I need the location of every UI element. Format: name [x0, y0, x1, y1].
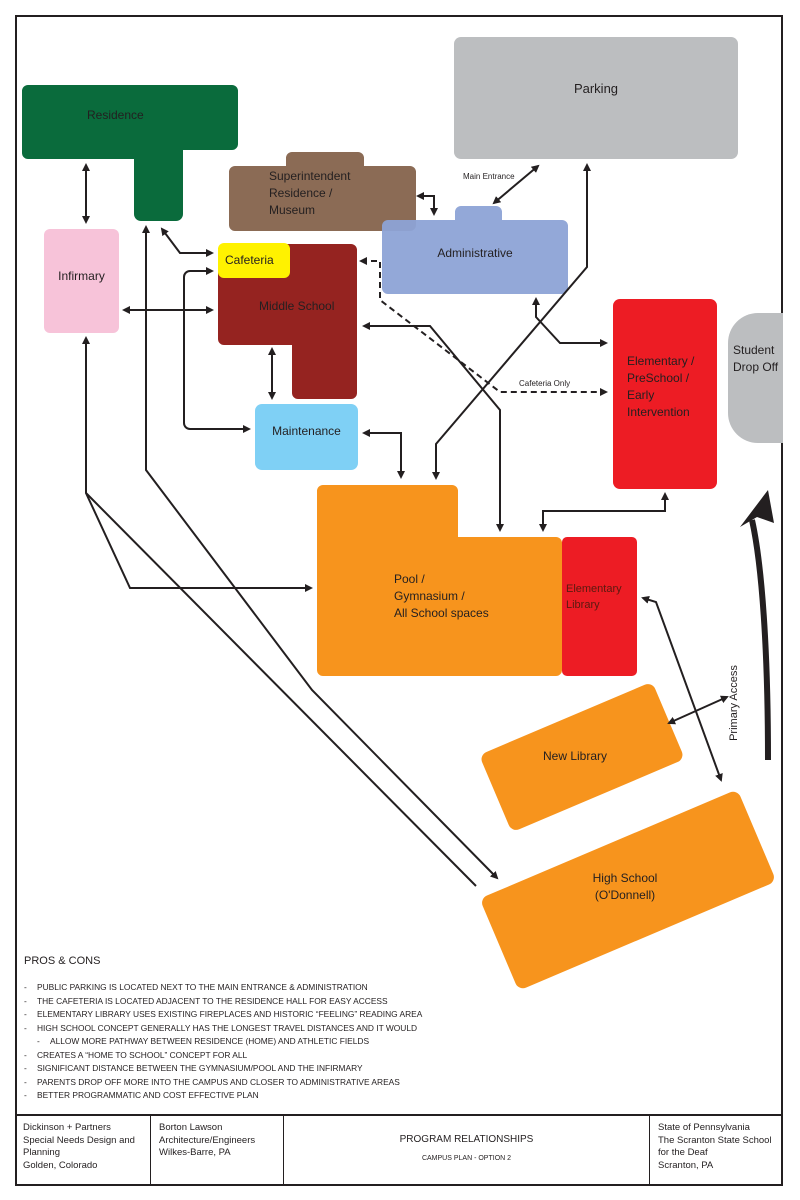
pros-cons-item: SIGNIFICANT DISTANCE BETWEEN THE GYMNASI… [24, 1062, 544, 1076]
primary-access-label: Primary Access [728, 665, 740, 741]
primary-access-arrow [749, 519, 771, 761]
superintendent-label-1: Superintendent [269, 169, 351, 183]
parking-label: Parking [573, 81, 619, 96]
infirmary-block [44, 229, 119, 333]
title-block-title-cell: PROGRAM RELATIONSHIPS CAMPUS PLAN - OPTI… [284, 1116, 650, 1186]
pool-label-2: Gymnasium / [394, 589, 465, 603]
pros-cons-item: PARENTS DROP OFF MORE INTO THE CAMPUS AN… [24, 1076, 544, 1090]
elementary-label-1: Elementary / [627, 354, 695, 368]
administrative-label: Administrative [437, 246, 513, 260]
pros-cons-title: PROS & CONS [24, 955, 101, 967]
drawing-subtitle: CAMPUS PLAN - OPTION 2 [421, 1154, 512, 1162]
elementary-block [613, 299, 717, 489]
superintendent-block [229, 152, 416, 231]
pros-cons-item: THE CAFETERIA IS LOCATED ADJACENT TO THE… [24, 995, 544, 1009]
drop-off-block [728, 313, 783, 443]
superintendent-label-2: Residence / [269, 186, 333, 200]
firm2-line: Borton Lawson [159, 1122, 223, 1133]
arrow-residence-cafeteria [160, 227, 214, 257]
firm1-line: Planning [23, 1147, 60, 1158]
middle-school-label: Middle School [259, 299, 335, 313]
client-line: for the Deaf [658, 1147, 708, 1158]
new-library-block [481, 684, 683, 830]
firm1-line: Special Needs Design and [23, 1134, 135, 1146]
elementary-label-2: PreSchool / [627, 371, 690, 385]
pros-cons-item: PUBLIC PARKING IS LOCATED NEXT TO THE MA… [24, 981, 544, 995]
high-school-label-2: (O'Donnell) [594, 888, 656, 902]
elementary-label-3: Early [627, 388, 655, 402]
high-school-label-1: High School [592, 871, 658, 885]
firm1-line: Golden, Colorado [23, 1159, 98, 1171]
pros-cons-section: PROS & CONS PUBLIC PARKING IS LOCATED NE… [24, 955, 544, 1103]
elementary-label-4: Intervention [627, 405, 690, 419]
residence-label: Residence [87, 108, 144, 122]
pool-label-3: All School spaces [394, 606, 489, 620]
cafeteria-label: Cafeteria [225, 253, 274, 267]
pros-cons-item: BETTER PROGRAMMATIC AND COST EFFECTIVE P… [24, 1089, 544, 1103]
main-entrance-label: Main Entrance [463, 172, 515, 181]
elementary-library-label-2: Library [566, 599, 600, 611]
firm1-line: Dickinson + Partners [23, 1122, 111, 1133]
arrow-maintenance-pool [362, 429, 405, 479]
cafeteria-only-label: Cafeteria Only [519, 379, 571, 388]
pool-block [317, 485, 562, 676]
high-school-block [482, 791, 774, 989]
arrow-residence-high-school [142, 225, 499, 880]
firm2-line: Architecture/Engineers [159, 1134, 256, 1146]
drawing-frame [15, 15, 783, 1186]
title-block-firm1: Dickinson + Partners Special Needs Desig… [15, 1116, 151, 1186]
client-line: The Scranton State School [658, 1134, 772, 1146]
title-block: Dickinson + Partners Special Needs Desig… [15, 1114, 783, 1188]
primary-access-arrowhead [740, 490, 774, 527]
arrow-superintendent-administrative [416, 192, 438, 216]
firm2-line: Wilkes-Barre, PA [159, 1147, 231, 1158]
superintendent-label-3: Museum [269, 203, 316, 217]
title-block-client: State of Pennsylvania The Scranton State… [650, 1116, 781, 1186]
arrow-administrative-elementary [532, 297, 608, 347]
elementary-library-label-1: Elementary [566, 583, 622, 595]
pros-cons-item: HIGH SCHOOL CONCEPT GENERALLY HAS THE LO… [24, 1022, 544, 1036]
arrow-primary-access-new-library [667, 695, 729, 725]
pros-cons-item: CREATES A “HOME TO SCHOOL” CONCEPT FOR A… [24, 1049, 544, 1063]
pool-label-1: Pool / [394, 572, 425, 586]
drop-off-label-1: Student [733, 343, 775, 357]
new-library-label: New Library [543, 749, 608, 763]
title-block-firm2: Borton Lawson Architecture/Engineers Wil… [151, 1116, 284, 1186]
pros-cons-list: PUBLIC PARKING IS LOCATED NEXT TO THE MA… [24, 981, 544, 1103]
pros-cons-item-continuation: ALLOW MORE PATHWAY BETWEEN RESIDENCE (HO… [24, 1035, 544, 1049]
residence-block [22, 85, 238, 221]
drawing-title: PROGRAM RELATIONSHIPS [399, 1134, 534, 1145]
elementary-library-block [562, 537, 637, 676]
arrow-elementary-pool [539, 492, 669, 532]
pros-cons-item: ELEMENTARY LIBRARY USES EXISTING FIREPLA… [24, 1008, 544, 1022]
client-line: State of Pennsylvania [658, 1122, 750, 1133]
parking-block [454, 37, 738, 159]
drop-off-label-2: Drop Off [733, 360, 779, 374]
client-line: Scranton, PA [658, 1159, 714, 1171]
infirmary-label: Infirmary [58, 269, 105, 283]
maintenance-label: Maintenance [272, 424, 341, 438]
